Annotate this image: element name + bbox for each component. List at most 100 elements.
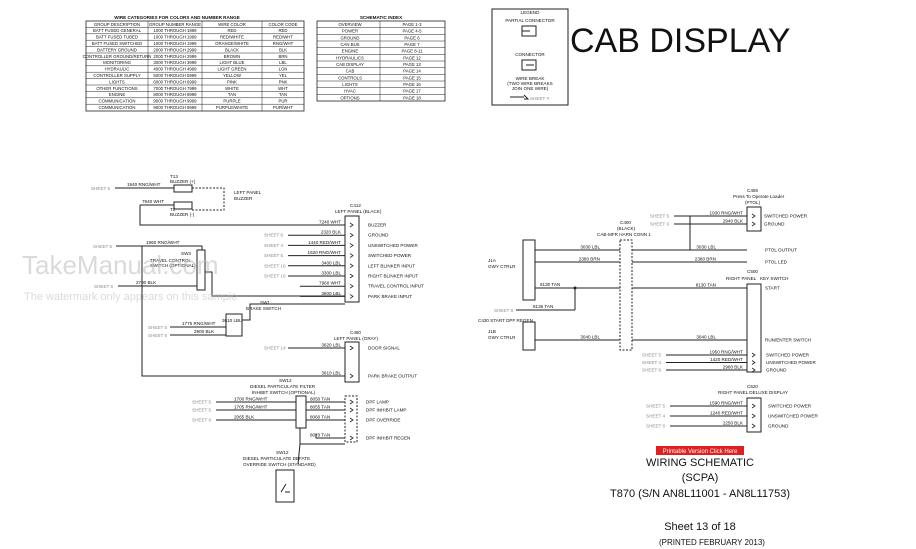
wire-table-cell: RED [278, 28, 287, 33]
c412-function: TRAVEL CONTROL INPUT [368, 284, 424, 289]
printable-version-link[interactable]: Printable Version Click Here [656, 446, 744, 455]
j1b-name: J1B [488, 329, 496, 334]
legend-sheet-ref: SHEET # [530, 96, 550, 101]
sw3-ground-sheet-ref: SHEET 6 [94, 284, 114, 289]
legend-partial-connector: PARTIAL CONNECTOR [505, 18, 555, 23]
sw1-wire-2: 1775 RNG/WHT [182, 321, 216, 326]
legend-wire-break-3: JOIN ONE WIRE) [512, 86, 549, 91]
sw3-desc-1: TRAVEL CONTROL [150, 258, 192, 263]
wire-table-cell: PURPLE/WHITE [216, 105, 248, 110]
printable-version-label[interactable]: Printable Version Click Here [663, 449, 738, 455]
c500-name: C500 [747, 269, 758, 274]
sw1-wire-1: 3610 LBL [222, 318, 242, 323]
pin-icon [349, 294, 354, 299]
sw12a-function: DPF INHIBIT REGEN [366, 436, 410, 441]
wire-table-caption: WIRE CATEGORIES FOR COLORS AND NUMBER RA… [114, 15, 240, 20]
j1a-connector-icon [522, 239, 536, 301]
wire-table-cell: PURPLE [223, 99, 240, 104]
c500-wire-label: 3040 LBL [696, 335, 716, 340]
c412-wire-label: 3600 LBL [321, 291, 341, 296]
c459-wire-label: 2940 BLK [723, 219, 744, 224]
wire-table-cell: 2000 THROUGH 2999 [153, 54, 197, 59]
buzzer-terminal-plus-icon [173, 184, 193, 193]
j1b-connector-icon [522, 321, 536, 351]
c400-desc-2: CAB-MFR HARN CONN 1 [597, 232, 651, 237]
j1a-name: J1A [488, 258, 497, 263]
wire-table-header: COLOR CODE [269, 22, 298, 27]
c520-sheet-ref: SHEET 4 [646, 414, 666, 419]
c412-sheet-ref: SHEET 4 [264, 243, 284, 248]
c412-function: PARK BRAKE INPUT [368, 294, 412, 299]
sw12a-name: SW12 [279, 378, 292, 383]
c520-connector-icon [746, 397, 762, 433]
index-page: PAGE 12 [403, 55, 421, 60]
wire-table-cell: COMMUNICATION [99, 99, 136, 104]
wire-table-cell: LIGHT BLUE [220, 60, 245, 65]
wire-table-cell: 1000 THROUGH 1999 [153, 35, 197, 40]
c500-desc-2: KEY SWITCH [760, 276, 789, 281]
wire-table-cell: 8000 THROUGH 8999 [153, 92, 197, 97]
pin-icon [349, 435, 354, 441]
footer-line-3: T870 (S/N AN8L11001 - AN8L11753) [610, 488, 790, 500]
c400-wire-label: 3030 LBL [580, 245, 600, 250]
c412-desc: LEFT PANEL (BLACK) [335, 209, 382, 214]
c400-desc-1: (BLACK) [617, 226, 636, 231]
c412-sheet-ref: SHEET 5 [264, 253, 284, 258]
wire-table-cell: PINK [227, 79, 237, 84]
footer-line-2: (SCPA) [682, 472, 718, 484]
c520-sheet-ref: SHEET 5 [646, 404, 666, 409]
c412-name: C412 [350, 203, 361, 208]
legend-connector: CONNECTOR [515, 52, 545, 57]
start-relay-wire: 8135 TAN [533, 304, 553, 309]
buzzer-t2-desc: BUZZER (-) [170, 212, 195, 217]
c520-desc: RIGHT PANEL DELUXE DISPLAY [718, 390, 788, 395]
c500-power-sheet-ref: SHEET 5 [642, 353, 662, 358]
watermark-note: The watermark only appears on this sampl… [24, 291, 237, 303]
index-page: PAGE 17 [403, 89, 421, 94]
wire-table-cell: 4000 THROUGH 4999 [153, 67, 197, 72]
wire-table-cell: WHT [278, 86, 288, 91]
index-page: PAGE 1-3 [402, 22, 422, 27]
wire-table-cell: PUR/WHT [273, 105, 293, 110]
c480-name: C480 [350, 330, 361, 335]
c459-function: GROUND [764, 222, 785, 227]
wire-table-cell: 1000 THROUGH 1999 [153, 28, 197, 33]
c520-name: C520 [747, 384, 758, 389]
connector-icon [521, 59, 537, 71]
index-page: PAGE 18 [403, 95, 421, 100]
wire-table-cell: CONTROLLER SUPPLY [93, 73, 140, 78]
c500-power-function: GROUND [766, 368, 787, 373]
c520-function: GROUND [768, 424, 789, 429]
sw1-name: SW1 [260, 300, 270, 305]
wire-table-cell: YELLOW [223, 73, 242, 78]
page-title: CAB DISPLAY [570, 22, 790, 60]
c500-key-switch: C500 RIGHT PANEL KEY SWITCH 3030 LBLPTOL… [535, 215, 816, 373]
legend-wire-break-1: WIRE BREAK [516, 76, 546, 81]
index-section: CAN BUS [340, 42, 359, 47]
buzzer-t13-desc: BUZZER (+) [170, 179, 196, 184]
gateway-controller: J1A GWY CTRLR J1B GWY CTRLR 8130 TAN [488, 239, 620, 351]
c480-desc: LEFT PANEL (GRAY) [334, 336, 378, 341]
wire-table-cell: ORANGE/WHITE [215, 41, 249, 46]
wire-table-header: GROUP NUMBER RANGE [149, 22, 201, 27]
wire-table-cell: RED [227, 28, 236, 33]
index-section: CAB DISPLAY [336, 62, 364, 67]
dpf-inhibit-switch: SW12 DIESEL PARTICULATE FILTER INHIBIT S… [192, 378, 410, 465]
wire-table-cell: 5000 THROUGH 5999 [153, 73, 197, 78]
sw12a-sheet-ref: SHEET 5 [192, 408, 212, 413]
c412-wire-label: 3400 LBL [321, 260, 341, 265]
footer-line-1: WIRING SCHEMATIC [646, 457, 754, 469]
index-page: PAGE 4-5 [402, 29, 422, 34]
wire-table-cell: ENGINE [109, 92, 126, 97]
c412-function: LEFT BLINKER INPUT [368, 263, 415, 268]
c480-wire-label: 3620 LBL [321, 343, 341, 348]
c412-function: RIGHT BLINKER INPUT [368, 274, 418, 279]
c480-function: DOOR SIGNAL [368, 346, 400, 351]
c500-wire-label: 2380 BRN [695, 257, 716, 262]
c459-connector-icon [746, 206, 762, 232]
index-page: PAGE 7 [404, 42, 420, 47]
sw12b-name: SW12 [276, 450, 289, 455]
sw3-wire-1: 1960 RNG/WHT [146, 240, 180, 245]
c400-wire-label: 2380 BRN [579, 257, 600, 262]
